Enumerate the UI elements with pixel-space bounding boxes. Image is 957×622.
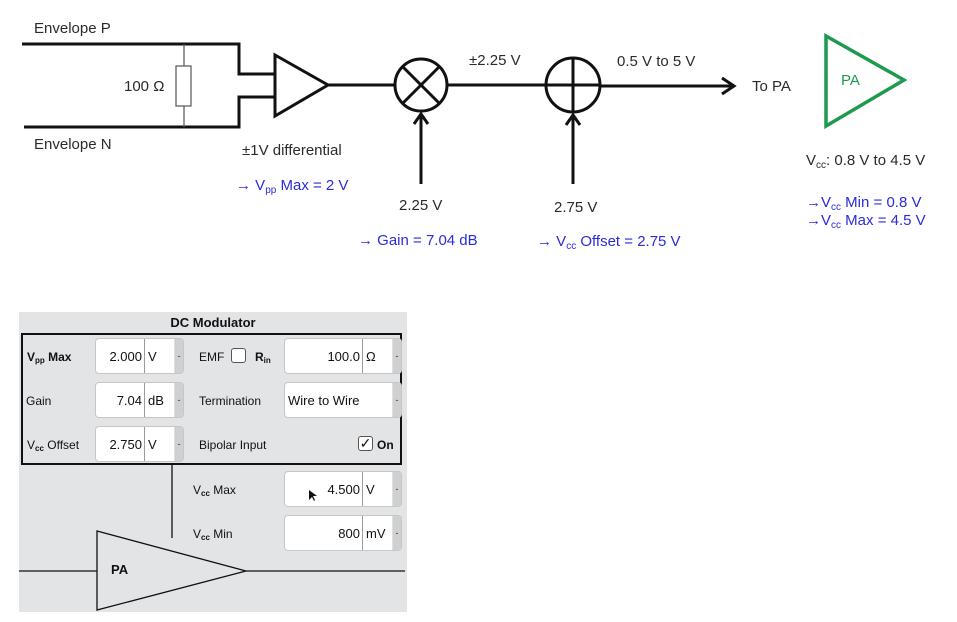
output-arrowhead	[721, 76, 737, 96]
vcc-max-field[interactable]: 4.500 V -	[284, 471, 402, 507]
resistor-label: 100 Ω	[124, 78, 165, 95]
mid-signal-label: ±2.25 V	[469, 52, 521, 69]
panel-title: DC Modulator	[170, 315, 256, 330]
arrow-icon: →	[537, 233, 552, 250]
vcc-min-note: →Vcc Min = 0.8 V	[806, 194, 922, 213]
adder-input-label: 2.75 V	[554, 199, 598, 216]
vpp-max-field[interactable]: 2.000 V -	[95, 338, 184, 374]
gain-dropdown-icon[interactable]: -	[174, 383, 183, 417]
emf-checkbox[interactable]	[231, 348, 246, 363]
gain-note: → Gain = 7.04 dB	[358, 232, 478, 249]
pa-schematic	[19, 465, 405, 611]
pa-block-label: PA	[111, 562, 129, 577]
rin-dropdown-icon[interactable]: -	[392, 339, 401, 373]
multiplier-input-label: 2.25 V	[399, 197, 443, 214]
vcc-max-note: →Vcc Max = 4.5 V	[806, 212, 926, 231]
rin-unit[interactable]: Ω	[362, 339, 392, 373]
pa-triangle	[824, 33, 908, 130]
rin-label: Rin	[255, 350, 271, 365]
vcc-min-field[interactable]: 800 mV -	[284, 515, 402, 551]
vcc-min-label: Vcc Min	[193, 527, 233, 542]
to-pa-label: To PA	[752, 78, 791, 95]
vcc-offset-field[interactable]: 2.750 V -	[95, 426, 184, 462]
envelope-n-label: Envelope N	[34, 136, 112, 153]
gain-input-arrowhead	[412, 111, 430, 125]
bipolar-input-label: Bipolar Input	[199, 438, 267, 452]
vcc-offset-label: Vcc Offset	[27, 438, 80, 453]
termination-value[interactable]: Wire to Wire	[288, 392, 360, 408]
pa-amplifier-symbol	[96, 530, 249, 611]
arrow-icon: →	[806, 194, 821, 211]
vcc-offset-note: → Vcc Offset = 2.75 V	[537, 233, 681, 252]
vcc-max-dropdown-icon[interactable]: -	[392, 472, 401, 506]
termination-label: Termination	[199, 394, 262, 408]
vpp-max-note: → Vpp Max = 2 V	[236, 177, 349, 196]
dc-modulator-panel: DC Modulator PA Vpp Max 2.000 V - EMF Ri…	[19, 312, 407, 612]
vpp-max-unit[interactable]: V	[144, 339, 174, 373]
rin-field[interactable]: 100.0 Ω -	[284, 338, 402, 374]
multiplier-cross-b	[401, 65, 441, 105]
vcc-max-unit[interactable]: V	[362, 472, 392, 506]
vcc-max-label: Vcc Max	[193, 483, 236, 498]
gain-value[interactable]: 7.04	[116, 392, 142, 408]
mouse-cursor-icon	[309, 490, 317, 501]
bipolar-input-checkbox[interactable]: ✓	[358, 436, 373, 451]
arrow-icon: →	[806, 212, 821, 229]
output-signal-label: 0.5 V to 5 V	[617, 53, 696, 70]
vcc-max-value[interactable]: 4.500	[327, 481, 360, 497]
bipolar-input-state: On	[377, 438, 394, 452]
emf-label: EMF	[199, 350, 225, 364]
differential-label: ±1V differential	[242, 142, 342, 159]
pa-label: PA	[841, 72, 860, 89]
termination-select[interactable]: Wire to Wire -	[284, 382, 402, 418]
envelope-n-wire	[24, 95, 275, 129]
arrow-icon: →	[236, 177, 251, 194]
rin-value[interactable]: 100.0	[327, 348, 360, 364]
signal-chain-diagram	[22, 33, 908, 184]
vcc-min-dropdown-icon[interactable]: -	[392, 516, 401, 550]
vcc-offset-dropdown-icon[interactable]: -	[174, 427, 183, 461]
diff-amplifier	[273, 52, 332, 119]
termination-dropdown-icon[interactable]: -	[392, 383, 401, 417]
envelope-p-label: Envelope P	[34, 20, 111, 37]
envelope-p-wire	[22, 42, 275, 76]
vpp-max-dropdown-icon[interactable]: -	[174, 339, 183, 373]
vcc-min-unit[interactable]: mV	[362, 516, 392, 550]
gain-unit[interactable]: dB	[144, 383, 174, 417]
checkmark-icon: ✓	[359, 435, 372, 451]
vpp-max-value[interactable]: 2.000	[109, 348, 142, 364]
vcc-range-label: Vcc: 0.8 V to 4.5 V	[806, 152, 926, 171]
gain-field[interactable]: 7.04 dB -	[95, 382, 184, 418]
vpp-max-label: Vpp Max	[27, 350, 72, 365]
vcc-offset-value[interactable]: 2.750	[109, 436, 142, 452]
resistor-symbol	[175, 65, 192, 107]
vcc-min-value[interactable]: 800	[338, 525, 360, 541]
vcc-offset-unit[interactable]: V	[144, 427, 174, 461]
gain-label: Gain	[26, 394, 52, 408]
offset-input-arrowhead	[564, 112, 582, 126]
